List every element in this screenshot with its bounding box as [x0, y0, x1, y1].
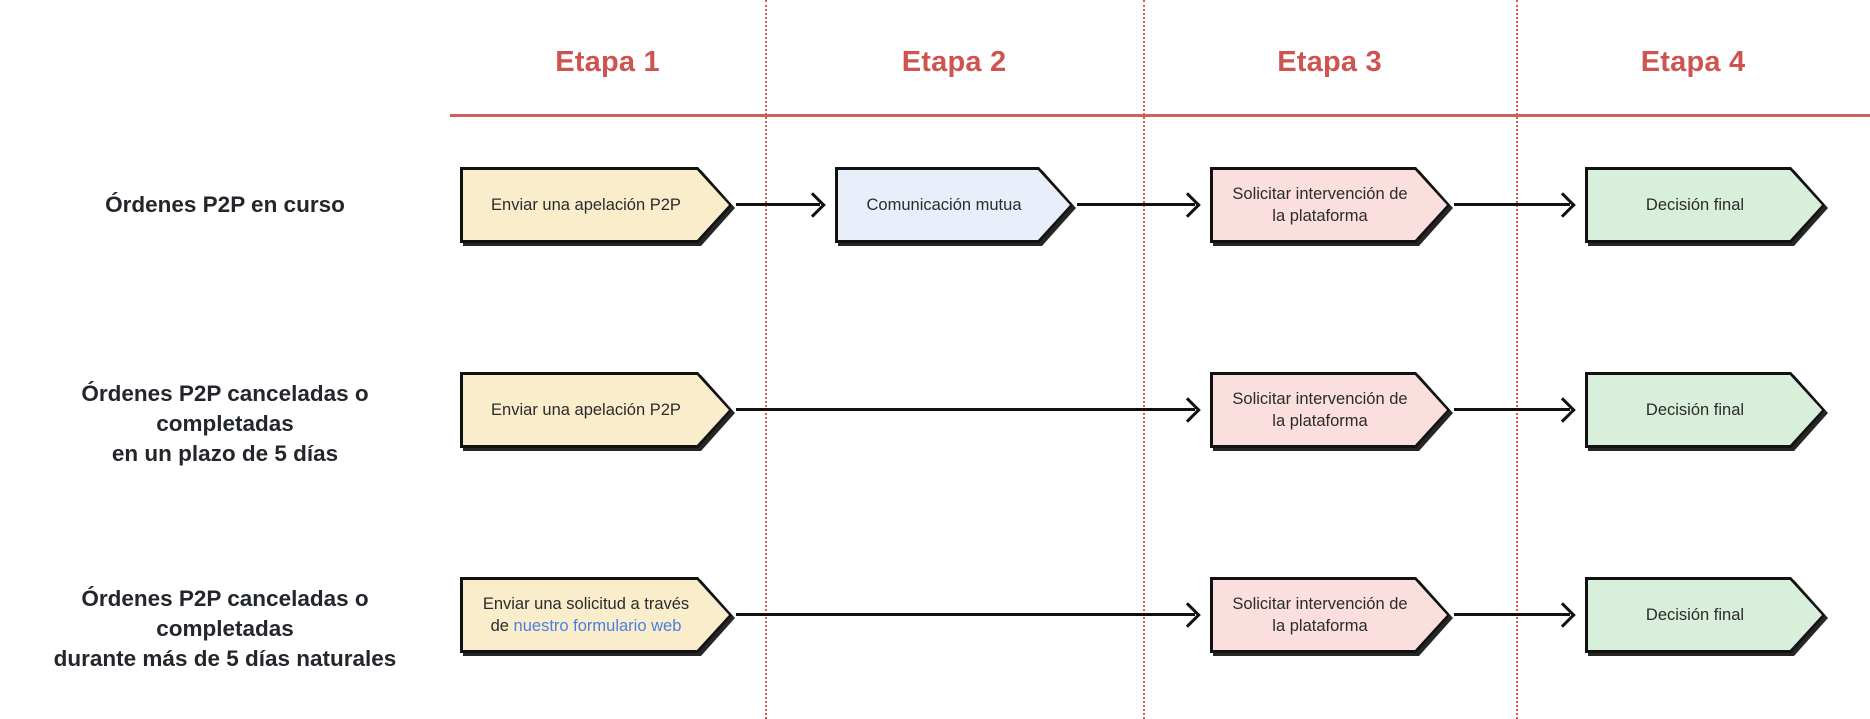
- node-fill: [1588, 170, 1822, 240]
- node-r3-stage3[interactable]: Solicitar intervención de la plataforma: [1210, 577, 1450, 653]
- node-label: Solicitar intervención de la plataforma: [1232, 184, 1408, 225]
- header-rule: [450, 114, 1870, 117]
- node-r2-stage3[interactable]: Solicitar intervención de la plataforma: [1210, 372, 1450, 448]
- node-label: Solicitar intervención de la plataforma: [1232, 594, 1408, 635]
- stage-header-1: Etapa 1: [555, 46, 660, 78]
- node-r1-stage1[interactable]: Enviar una apelación P2P: [460, 167, 732, 243]
- node-label: Enviar una apelación P2P: [491, 400, 681, 419]
- node-label: Decisión final: [1645, 605, 1745, 624]
- node-label: Enviar una apelación P2P: [491, 195, 681, 214]
- node-r2-stage1[interactable]: Enviar una apelación P2P: [460, 372, 732, 448]
- connector-r3-a: [736, 613, 1195, 616]
- node-label-prefix: Enviar una solicitud a través de: [482, 594, 690, 635]
- row-label-3: Órdenes P2P canceladas o completadas dur…: [53, 586, 397, 672]
- node-fill: [463, 375, 729, 445]
- node-r3-stage4[interactable]: Decisión final: [1585, 577, 1825, 653]
- node-label: Decisión final: [1645, 400, 1745, 419]
- node-label: Solicitar intervención de la plataforma: [1232, 389, 1408, 430]
- node-fill: [838, 170, 1070, 240]
- connector-r1-b: [1077, 203, 1195, 206]
- stage-divider-3: [1516, 0, 1518, 719]
- stage-divider-2: [1143, 0, 1145, 719]
- stage-header-2: Etapa 2: [901, 46, 1007, 78]
- node-r3-stage1[interactable]: Enviar una solicitud a través de nuestro…: [460, 577, 732, 653]
- node-r2-stage4[interactable]: Decisión final: [1585, 372, 1825, 448]
- node-r1-stage2[interactable]: Comunicación mutua: [835, 167, 1073, 243]
- node-label: Comunicación mutua: [866, 195, 1022, 214]
- node-fill: [1213, 580, 1447, 650]
- node-r1-stage3[interactable]: Solicitar intervención de la plataforma: [1210, 167, 1450, 243]
- node-fill: [1588, 580, 1822, 650]
- connector-r2-a: [736, 408, 1195, 411]
- node-fill: [1213, 375, 1447, 445]
- stage-divider-1: [765, 0, 767, 719]
- web-form-link[interactable]: nuestro formulario web: [513, 617, 682, 635]
- node-fill: [1588, 375, 1822, 445]
- connector-r1-c: [1454, 203, 1570, 206]
- row-label-1: Órdenes P2P en curso: [105, 192, 345, 217]
- node-fill: [1213, 170, 1447, 240]
- node-fill: [463, 580, 729, 650]
- stage-header-4: Etapa 4: [1640, 46, 1746, 78]
- connector-r3-b: [1454, 613, 1570, 616]
- stage-header-3: Etapa 3: [1277, 46, 1382, 78]
- connector-r2-b: [1454, 408, 1570, 411]
- node-label: Decisión final: [1645, 195, 1745, 214]
- node-fill: [463, 170, 729, 240]
- node-r1-stage4[interactable]: Decisión final: [1585, 167, 1825, 243]
- row-label-2: Órdenes P2P canceladas o completadas en …: [81, 381, 369, 467]
- node-label: Enviar una solicitud a través de nuestro…: [477, 593, 715, 638]
- connector-r1-a: [736, 203, 820, 206]
